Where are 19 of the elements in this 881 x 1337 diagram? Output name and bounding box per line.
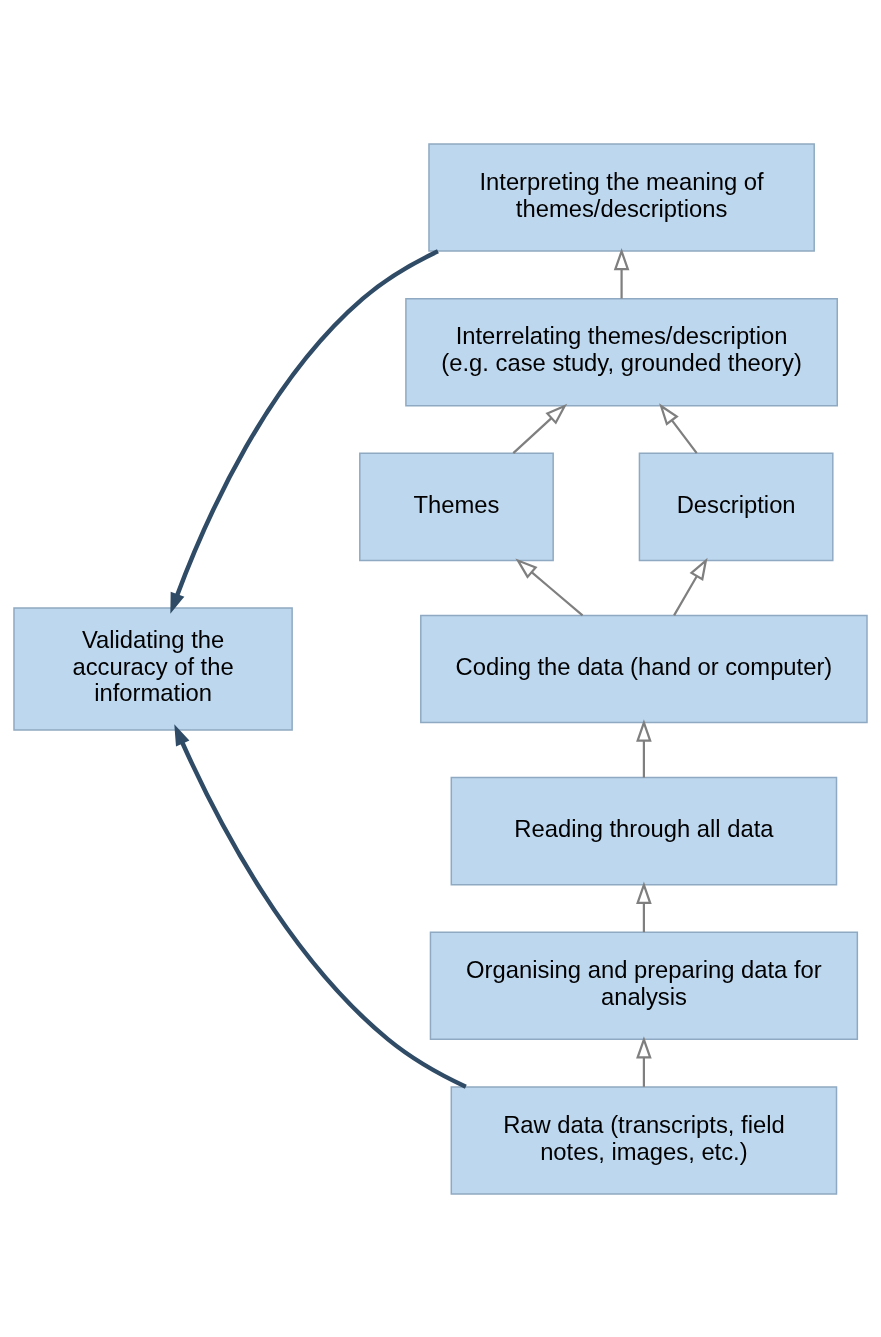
node-box: Raw data (transcripts, field notes, images, etc.) [450,1085,838,1195]
arrow [636,718,652,777]
node-box: Themes [359,452,554,561]
node-box: Validating the accuracy of the information [13,606,293,731]
arrow [613,247,630,298]
arrow [174,723,467,1089]
node-box: Description [638,452,834,561]
arrow [659,402,698,454]
arrow [170,248,439,614]
node-box: Interrelating themes/description (e.g. case study, grounded theory) [405,297,838,406]
node-box: Reading through all data [450,776,838,885]
arrow [512,403,568,454]
arrow [673,557,708,616]
arrow [636,881,652,932]
node-box: Interpreting the meaning of themes/descriptions [428,142,815,252]
arrow [515,557,584,616]
node-box: Organising and preparing data for analysis [429,931,859,1040]
arrow [636,1035,652,1087]
node-box: Coding the data (hand or computer) [420,614,868,723]
